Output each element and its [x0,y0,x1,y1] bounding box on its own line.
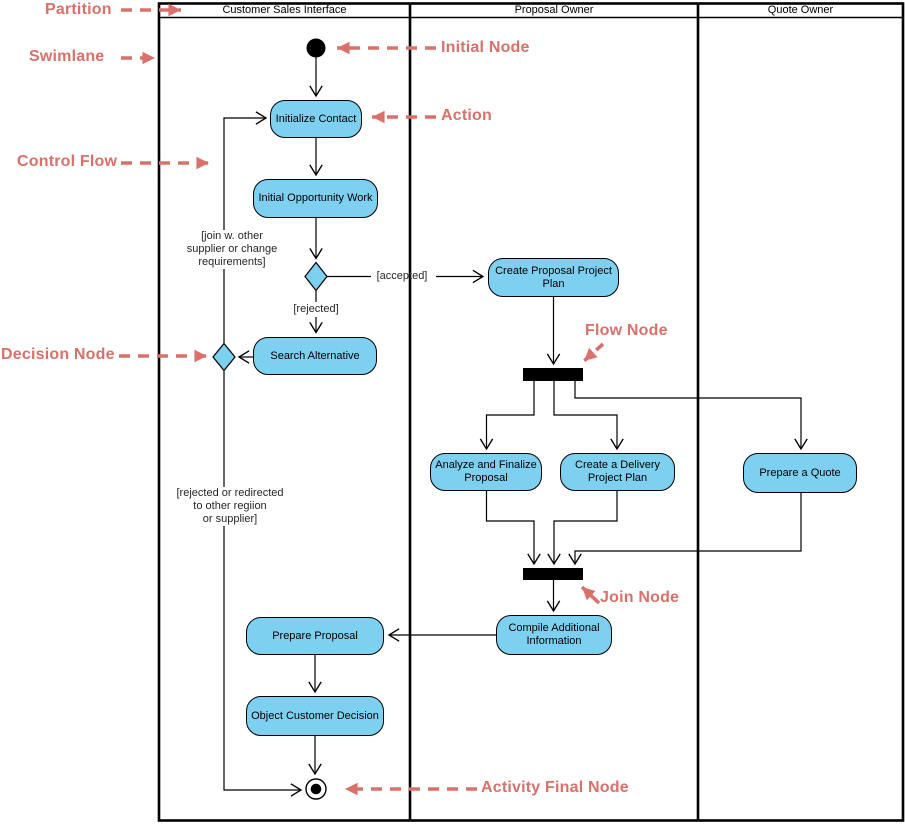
annotation-join-node: Join Node [600,589,680,606]
edge-label-rejected: [rejected] [293,303,339,315]
edge-fork-to-delivery [553,381,624,451]
edge-label-line: supplier or change [186,243,278,255]
lane-header-quote-owner[interactable]: Quote Owner [767,4,834,16]
action-object-customer-decision[interactable]: Object Customer Decision [246,696,384,736]
decision-node-1[interactable] [304,261,328,292]
annotation-action: Action [441,107,492,124]
action-search-alternative[interactable]: Search Alternative [253,337,377,375]
edge-label-line: or supplier] [202,513,258,525]
flow-node-callout-arrow [582,342,605,363]
edge-label-line: requirements] [198,256,266,268]
action-initialize-contact[interactable]: Initialize Contact [270,100,362,138]
activity-final-node[interactable] [305,778,327,800]
join-node-bar[interactable] [523,568,583,580]
annotation-control-flow: Control Flow [17,153,118,170]
action-analyze-and-finalize-proposal[interactable]: Analyze and Finalize Proposal [430,453,542,491]
annotation-swimlane: Swimlane [29,48,105,65]
lane-header-customer-sales-interface[interactable]: Customer Sales Interface [222,4,347,16]
edge-fork-to-quote [574,381,808,451]
annotation-partition: Partition [45,1,112,18]
fork-node-bar[interactable] [523,368,583,381]
edge-label-line: [rejected or redirected [176,487,284,499]
edge-quote-to-join [568,493,802,566]
annotation-activity-final-node: Activity Final Node [481,779,629,796]
edge-label-accepted: [accepted] [376,270,428,282]
join-node-callout-arrow [580,585,601,605]
decision-node-2[interactable] [212,342,236,372]
annotation-initial-node: Initial Node [441,39,530,56]
control-flows [223,57,808,797]
action-prepare-a-quote[interactable]: Prepare a Quote [743,453,857,493]
annotation-flow-node: Flow Node [585,322,668,339]
action-create-proposal-project-plan[interactable]: Create Proposal Project Plan [488,258,619,297]
edge-label-line: [join w. other [201,230,263,242]
edge-label-join-w-other: [join w. other supplier or change requir… [178,230,286,269]
edge-fork-to-analyze [479,381,535,451]
activity-final-node-dot [310,783,322,795]
edge-label-rejected-or-redirected: [rejected or redirected to other regiion… [168,487,292,526]
edge-label-line: to other regiion [193,500,267,512]
annotation-decision-node: Decision Node [1,346,115,363]
action-create-a-delivery-project-plan[interactable]: Create a Delivery Project Plan [560,453,675,491]
action-initial-opportunity-work[interactable]: Initial Opportunity Work [253,179,378,218]
action-compile-additional-information[interactable]: Compile Additional Information [496,615,612,655]
action-prepare-proposal[interactable]: Prepare Proposal [246,617,384,655]
edge-delivery-to-join [547,491,618,566]
lane-header-proposal-owner[interactable]: Proposal Owner [514,4,594,16]
initial-node[interactable] [306,38,326,58]
edge-analyze-to-join [485,491,541,566]
